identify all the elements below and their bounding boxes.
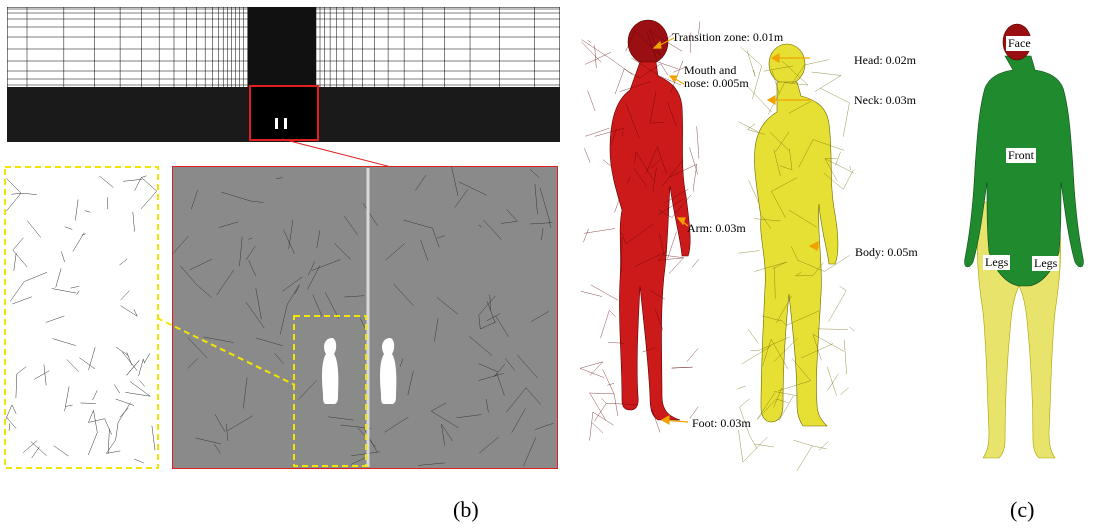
annotation-arrows [652,37,820,426]
region-mannequin [964,23,1084,459]
label-transition-zone: Transition zone: 0.01m [672,30,784,44]
inset-connector-line [156,317,296,386]
label-head: Head: 0.02m [854,53,916,67]
detail-yellow-box [293,315,367,467]
label-body: Body: 0.05m [855,245,918,259]
label-neck: Neck: 0.03m [854,93,916,107]
red-mannequin [580,19,700,441]
label-foot: Foot: 0.03m [692,416,751,430]
label-arm: Arm: 0.03m [687,221,746,235]
caption-c: (c) [1010,497,1035,522]
label-front: Front [1006,148,1037,163]
yellow-mannequin [737,43,855,472]
zoom-inset-mesh [4,166,159,469]
front-torso-region [964,55,1084,287]
label-mouth-nose: Mouth and nose: 0.005m [684,63,749,90]
domain-mesh-overview [7,7,560,142]
detail-right-body-hole [380,338,397,404]
zoom-connector-line [281,138,396,169]
label-face: Face [1006,36,1033,51]
caption-b: (b) [453,497,479,522]
label-legs-left: Legs [983,255,1011,270]
overview-zoom-box [249,85,319,141]
label-legs-right: Legs [1032,256,1060,271]
inset-body-hole [79,208,121,338]
mannequin-mesh-detail [172,166,558,469]
detail-left-body-hole [322,338,339,404]
